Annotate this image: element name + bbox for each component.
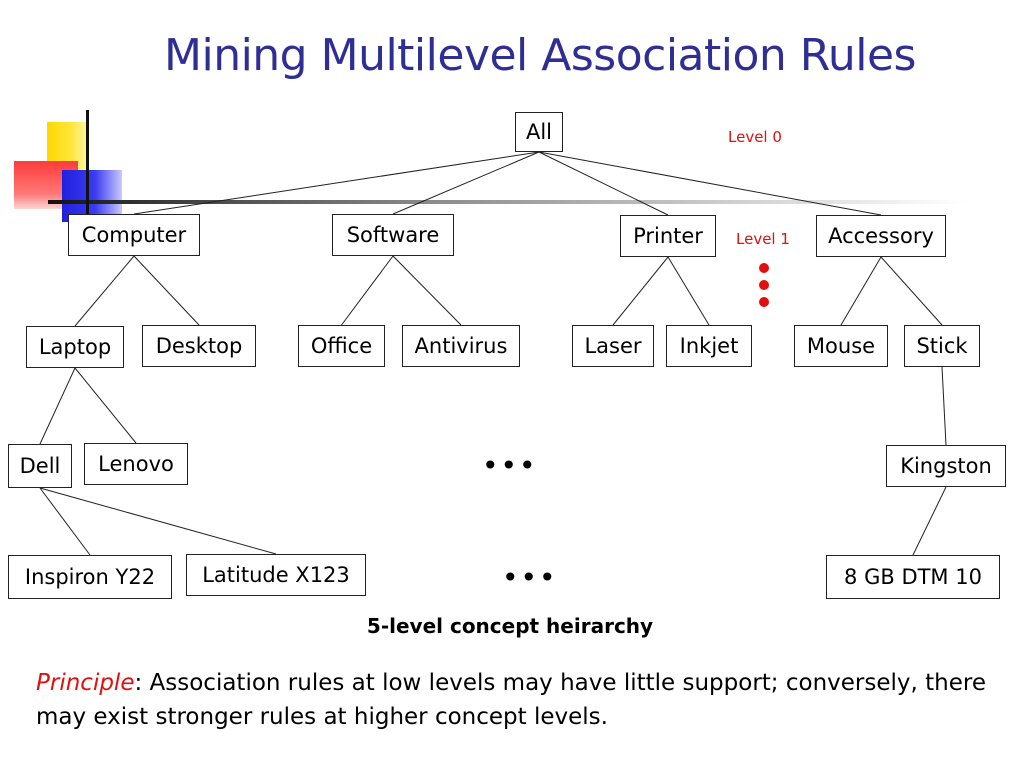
edge-computer-desktop [133,255,200,326]
edge-all-computer [133,151,540,215]
edge-accessory-stick [880,256,943,326]
principle-separator: : [134,670,150,696]
node-laptop: Laptop [26,326,124,368]
node-latitude: Latitude X123 [186,554,366,596]
edge-laptop-lenovo [74,367,137,444]
node-inspiron: Inspiron Y22 [8,555,172,599]
ellipsis: ••• [482,449,538,482]
edge-all-accessory [538,151,882,216]
principle-text: Association rules at low levels may have… [36,670,986,730]
edge-stick-kingston [941,366,947,446]
level-0-label: Level 0 [728,128,782,146]
node-dell: Dell [8,444,72,488]
node-all: All [515,112,563,152]
node-antivirus: Antivirus [402,325,520,367]
edge-computer-laptop [74,255,135,327]
level-1-label: Level 1 [736,230,790,248]
edge-dell-latitude [39,487,277,555]
edge-all-software [392,151,540,215]
red-dot [759,263,769,273]
edge-accessory-mouse [840,256,882,326]
edge-printer-laser [612,256,669,326]
node-mouse: Mouse [794,325,888,367]
node-lenovo: Lenovo [84,443,188,485]
edge-software-office [341,255,394,326]
decor-horizontal-rule [48,200,968,204]
slide-title: Mining Multilevel Association Rules [164,30,916,81]
node-office: Office [298,325,385,367]
node-dtm: 8 GB DTM 10 [826,555,1000,599]
edge-software-antivirus [392,255,462,326]
edge-printer-inkjet [667,256,710,326]
node-printer: Printer [620,215,716,257]
node-kingston: Kingston [886,445,1006,487]
red-dot [759,297,769,307]
edge-all-printer [538,151,669,216]
diagram-caption: 5-level concept heirarchy [366,614,654,638]
principle-label: Principle [36,670,135,696]
node-accessory: Accessory [816,215,946,257]
edge-dell-inspiron [39,487,91,556]
node-desktop: Desktop [142,325,256,367]
node-software: Software [332,214,454,256]
ellipsis: ••• [502,561,558,594]
node-stick: Stick [904,325,980,367]
red-dot [759,280,769,290]
edge-kingston-dtm [912,486,947,556]
node-inkjet: Inkjet [666,325,752,367]
edge-laptop-dell [39,367,76,445]
node-computer: Computer [68,214,200,256]
principle-paragraph: Principle: Association rules at low leve… [36,666,1016,734]
decor-vertical-rule [86,110,89,228]
node-laser: Laser [572,325,654,367]
decor-blue-square [62,170,122,222]
